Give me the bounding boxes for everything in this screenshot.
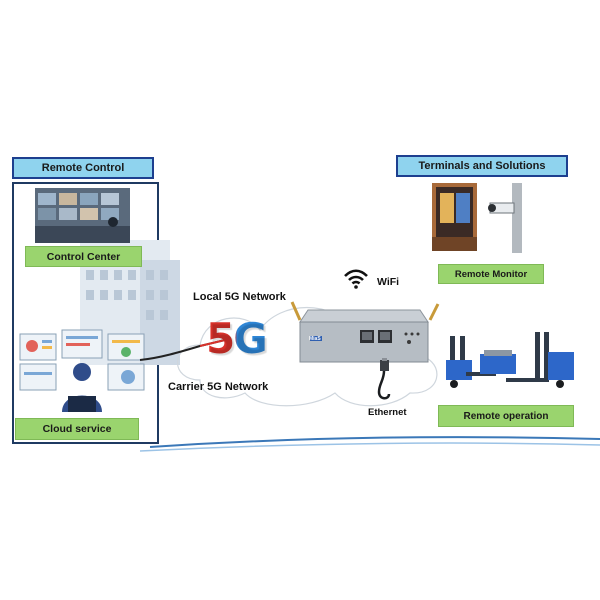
cable-line bbox=[139, 339, 226, 361]
terminals-and-solutions-header: Terminals and Solutions bbox=[396, 155, 568, 177]
5g-badge: 5G bbox=[206, 314, 268, 363]
cloud-service-operator-illustration bbox=[19, 329, 145, 412]
remote-monitor-illustration bbox=[432, 183, 522, 253]
remote-operation-forklifts-illustration bbox=[446, 332, 574, 388]
remote-control-header: Remote Control bbox=[12, 157, 154, 179]
5g-badge-text: 5G bbox=[206, 314, 268, 363]
wifi-label: WiFi bbox=[377, 276, 400, 288]
control-center-label: Control Center bbox=[25, 246, 142, 267]
control-center-monitors bbox=[35, 188, 130, 243]
local-5g-network-label: Local 5G Network bbox=[193, 291, 286, 303]
router-brand-label: MiaS bbox=[309, 336, 321, 342]
carrier-5g-network-label: Carrier 5G Network bbox=[168, 381, 269, 393]
ethernet-cable-icon bbox=[377, 358, 391, 400]
ethernet-label: Ethernet bbox=[368, 407, 407, 418]
bottom-swoosh-line bbox=[139, 436, 600, 452]
wifi-icon bbox=[344, 269, 368, 289]
5g-router-device bbox=[290, 301, 440, 363]
remote-monitor-label: Remote Monitor bbox=[438, 264, 544, 284]
cloud-service-label: Cloud service bbox=[15, 418, 139, 440]
remote-operation-label: Remote operation bbox=[438, 405, 574, 427]
